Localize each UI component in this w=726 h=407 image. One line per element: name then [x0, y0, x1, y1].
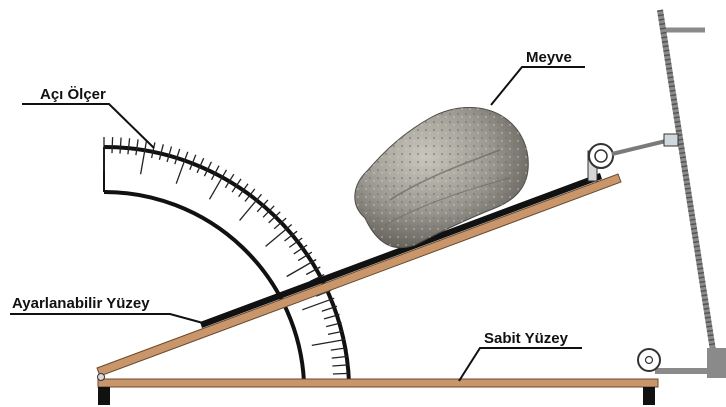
fixed-surface-board — [98, 379, 658, 387]
protractor-tick — [240, 194, 262, 220]
protractor-tick — [302, 298, 334, 310]
fixed-surface — [98, 379, 658, 405]
fixed-surface-left-foot — [98, 387, 110, 405]
protractor-tick — [112, 137, 113, 153]
label-adjustable-surface: Ayarlanabilir Yüzey — [12, 295, 150, 312]
protractor-tick — [128, 138, 130, 154]
fixed-surface-right-foot — [643, 387, 655, 405]
protractor-tick — [266, 225, 292, 247]
hinge-icon — [98, 374, 105, 381]
protractor-tick — [120, 138, 121, 154]
protractor — [104, 137, 349, 382]
screw-mechanism — [638, 10, 726, 378]
label-fixed-surface: Sabit Yüzey — [484, 330, 569, 347]
leader-adjustable-surface — [10, 314, 203, 323]
protractor-outer-arc — [104, 147, 349, 382]
protractor-tick — [287, 260, 317, 277]
leader-fruit — [491, 67, 585, 105]
protractor-inner-arc — [104, 192, 304, 382]
protractor-tick — [312, 340, 346, 346]
protractor-tick — [141, 141, 147, 175]
protractor-tick — [333, 373, 349, 374]
label-protractor: Açı Ölçer — [40, 86, 106, 103]
label-fruit: Meyve — [526, 49, 572, 66]
leader-fixed-surface — [459, 348, 582, 381]
leader-protractor — [22, 104, 154, 148]
